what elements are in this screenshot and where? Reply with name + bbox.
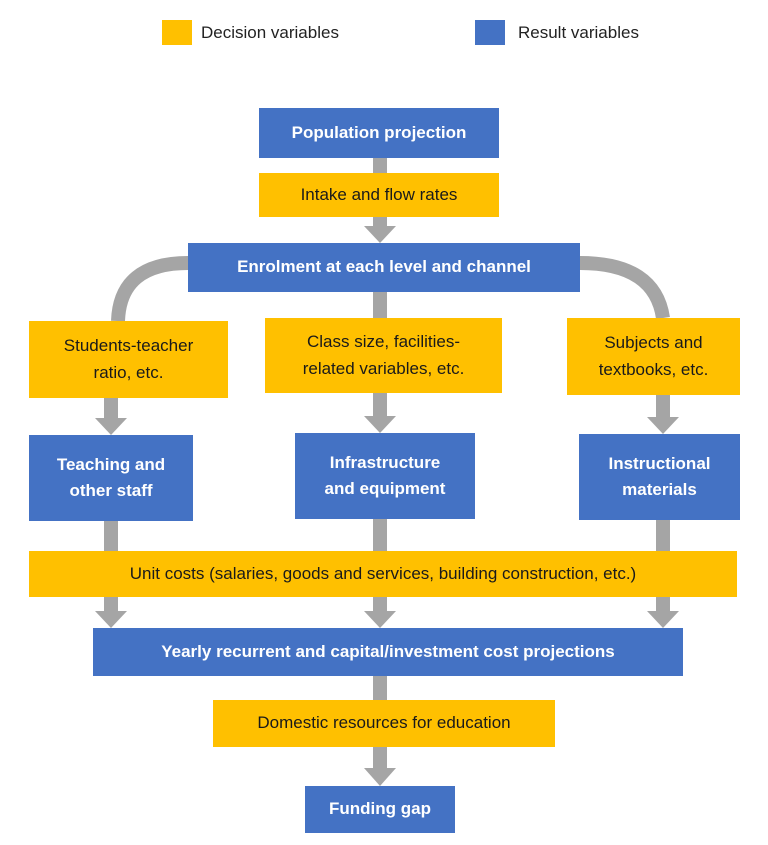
legend-result-label: Result variables [518,23,639,42]
node-domestic-resources: Domestic resources for education [213,700,555,747]
legend-decision-label: Decision variables [201,23,339,42]
arrow-head-intake-enrolment [364,226,396,243]
node-label: Teaching and other staff [56,454,166,500]
node-label: Yearly recurrent and capital/investment … [161,641,615,661]
arrow-head-domestic-fundinggap [364,768,396,786]
arrow-shaft-population-intake [373,158,387,174]
node-subjects-textbooks: Subjects and textbooks, etc. [567,318,740,395]
arrow-shaft-classsize-infrastructure [373,393,387,417]
arrow-head-instructional-yearly [647,611,679,628]
node-instructional-materials: Instructional materials [579,434,740,520]
node-label: Intake and flow rates [300,184,458,204]
node-funding-gap: Funding gap [305,786,455,833]
arrow-head-teaching-yearly [95,611,127,628]
node-enrolment: Enrolment at each level and channel [188,243,580,292]
arrow-head-infrastructure-yearly [364,611,396,628]
node-label: Unit costs (salaries, goods and services… [129,563,637,583]
node-label: Subjects and textbooks, etc. [598,333,709,379]
node-label: Domestic resources for education [257,713,511,733]
curve-enrolment-studentsteacher [111,256,189,322]
node-label: Funding gap [329,799,431,819]
node-label: Infrastructure and equipment [324,452,446,498]
legend-result-swatch [475,20,505,45]
node-label: Enrolment at each level and channel [237,257,531,277]
node-population-projection: Population projection [259,108,499,158]
node-label: Students-teacher ratio, etc. [63,336,194,382]
arrow-head-subjects-instructional [647,417,679,434]
arrow-head-classsize-infrastructure [364,416,396,433]
arrow-shaft-subjects-instructional [656,395,670,417]
arrow-shaft-enrolment-classsize [373,292,387,319]
arrow-head-studentsteacher-teaching [95,418,127,435]
node-teaching-staff: Teaching and other staff [29,435,193,521]
node-unit-costs: Unit costs (salaries, goods and services… [29,551,737,597]
arrow-shaft-intake-enrolment [373,217,387,227]
curve-enrolment-subjects [579,256,670,320]
node-label: Population projection [291,122,467,142]
node-class-size: Class size, facilities- related variable… [265,318,502,393]
node-label: Instructional materials [608,453,711,499]
node-yearly-cost-projections: Yearly recurrent and capital/investment … [93,628,683,676]
node-students-teacher-ratio: Students-teacher ratio, etc. [29,321,228,398]
node-intake-flow-rates: Intake and flow rates [259,173,499,217]
node-label: Class size, facilities- related variable… [302,332,465,378]
legend-decision-swatch [162,20,192,45]
arrow-shaft-yearly-domestic [373,676,387,701]
arrow-shaft-domestic-fundinggap [373,747,387,769]
node-infrastructure: Infrastructure and equipment [295,433,475,519]
arrow-shaft-studentsteacher-teaching [104,398,118,419]
